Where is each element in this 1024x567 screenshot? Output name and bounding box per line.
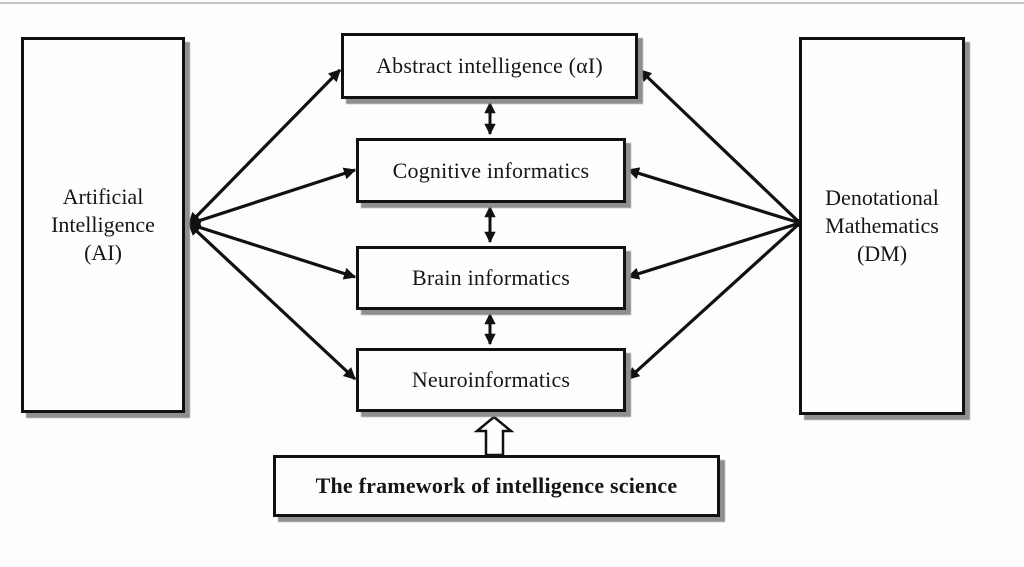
node-neuroinformatics: Neuroinformatics (356, 348, 626, 412)
node-label: Cognitive informatics (392, 157, 590, 183)
node-cognitive-informatics: Cognitive informatics (356, 138, 626, 203)
arrow-dm-brain-informatics (626, 221, 801, 280)
arrow-ai-brain-informatics (187, 221, 357, 280)
arrow-dm-neuroinformatics (626, 221, 802, 381)
node-label: Neuroinformatics (411, 367, 571, 392)
node-label: Abstract intelligence (αI) (376, 53, 603, 78)
arrow-ai-cognitive-informatics (187, 167, 357, 227)
node-abstract-intelligence: Abstract intelligence (αI) (341, 33, 638, 99)
node-denotational-mathematics: Denotational Mathematics (DM) (799, 37, 965, 415)
node-framework-caption: The framework of intelligence science (273, 455, 720, 517)
framework-hollow-up-arrow (473, 415, 515, 457)
node-artificial-intelligence: Artificial Intelligence (AI) (21, 37, 185, 413)
node-line: Mathematics (825, 213, 939, 238)
node-line: Denotational (825, 185, 939, 210)
node-line: Intelligence (51, 212, 155, 237)
node-label: Artificial Intelligence (AI) (51, 183, 155, 267)
arrow-dm-cognitive-informatics (626, 167, 801, 225)
node-brain-informatics: Brain informatics (356, 246, 626, 310)
node-line: Artificial (62, 184, 144, 209)
framework-label: The framework of intelligence science (315, 473, 678, 498)
node-line: (AI) (84, 240, 122, 265)
node-label: Brain informatics (412, 265, 570, 290)
node-line: (DM) (856, 241, 908, 266)
arrow-dm-abstract-intelligence (638, 68, 802, 225)
arrow-ai-neuroinformatics (187, 222, 357, 381)
top-border-line (0, 2, 1024, 4)
node-label: Denotational Mathematics (DM) (825, 184, 939, 268)
